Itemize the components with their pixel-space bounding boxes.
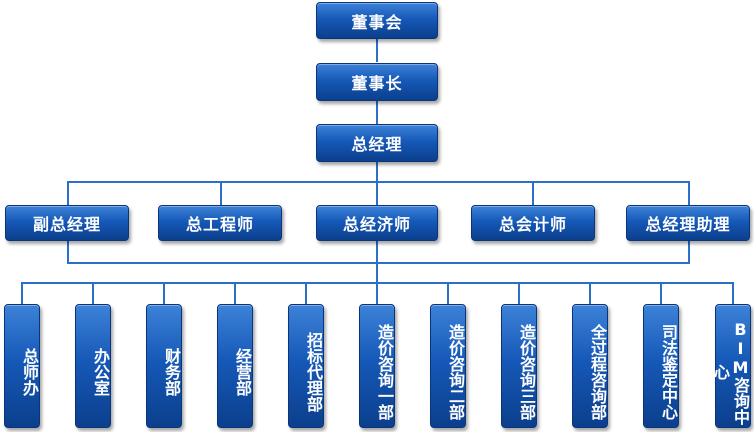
connector-dept-3: [163, 282, 165, 304]
node-dept-bim-consulting: BIM咨询中心: [711, 304, 751, 428]
connector-dept-4: [234, 282, 236, 304]
node-board-of-directors: 董事会: [316, 2, 438, 39]
connector-chief-accountant-up: [532, 181, 534, 206]
connector-chairman-gm: [376, 101, 378, 124]
node-dept-cost-consulting-3: 造价咨询三部: [501, 304, 537, 428]
node-chief-engineer: 总工程师: [158, 205, 282, 241]
node-dept-judicial-appraisal: 司法鉴定中心: [643, 304, 679, 428]
connector-board-chairman: [376, 38, 378, 62]
connector-gm-down: [376, 162, 378, 181]
node-dept-general-office: 办公室: [75, 304, 111, 428]
node-deputy-general-manager: 副总经理: [5, 205, 129, 241]
node-chief-accountant: 总会计师: [471, 205, 595, 241]
connector-spine-to-depts: [376, 240, 378, 284]
connector-chief-economist-up: [376, 181, 378, 206]
connector-dept-11: [732, 282, 734, 304]
node-dept-chief-engineer-office: 总师办: [4, 304, 40, 428]
node-dept-cost-consulting-2: 造价咨询二部: [430, 304, 466, 428]
connector-vp-up: [67, 181, 69, 206]
connector-chief-engineer-up: [220, 181, 222, 206]
connector-manager-bus-top: [67, 181, 690, 183]
connector-dept-2: [92, 282, 94, 304]
connector-dept-9: [589, 282, 591, 304]
node-chief-economist: 总经济师: [316, 205, 438, 241]
node-dept-whole-process-consulting: 全过程咨询部: [572, 304, 608, 428]
node-dept-business: 经营部: [217, 304, 253, 428]
connector-gm-assistant-up: [688, 181, 690, 206]
node-chairman: 董事长: [316, 63, 438, 101]
connector-vp-down: [67, 240, 69, 264]
node-gm-assistant: 总经理助理: [626, 205, 750, 241]
connector-dept-8: [518, 282, 520, 304]
connector-dept-7: [447, 282, 449, 304]
connector-dept-5: [305, 282, 307, 304]
connector-dept-1: [21, 282, 23, 304]
connector-dept-10: [660, 282, 662, 304]
node-dept-tender-agency: 招标代理部: [288, 304, 324, 428]
connector-manager-bus-bottom: [67, 262, 690, 264]
connector-gm-assistant-down: [688, 240, 690, 264]
node-dept-finance: 财务部: [146, 304, 182, 428]
node-general-manager: 总经理: [316, 124, 438, 162]
node-dept-cost-consulting-1: 造价咨询一部: [359, 304, 395, 428]
connector-dept-6: [376, 282, 378, 304]
